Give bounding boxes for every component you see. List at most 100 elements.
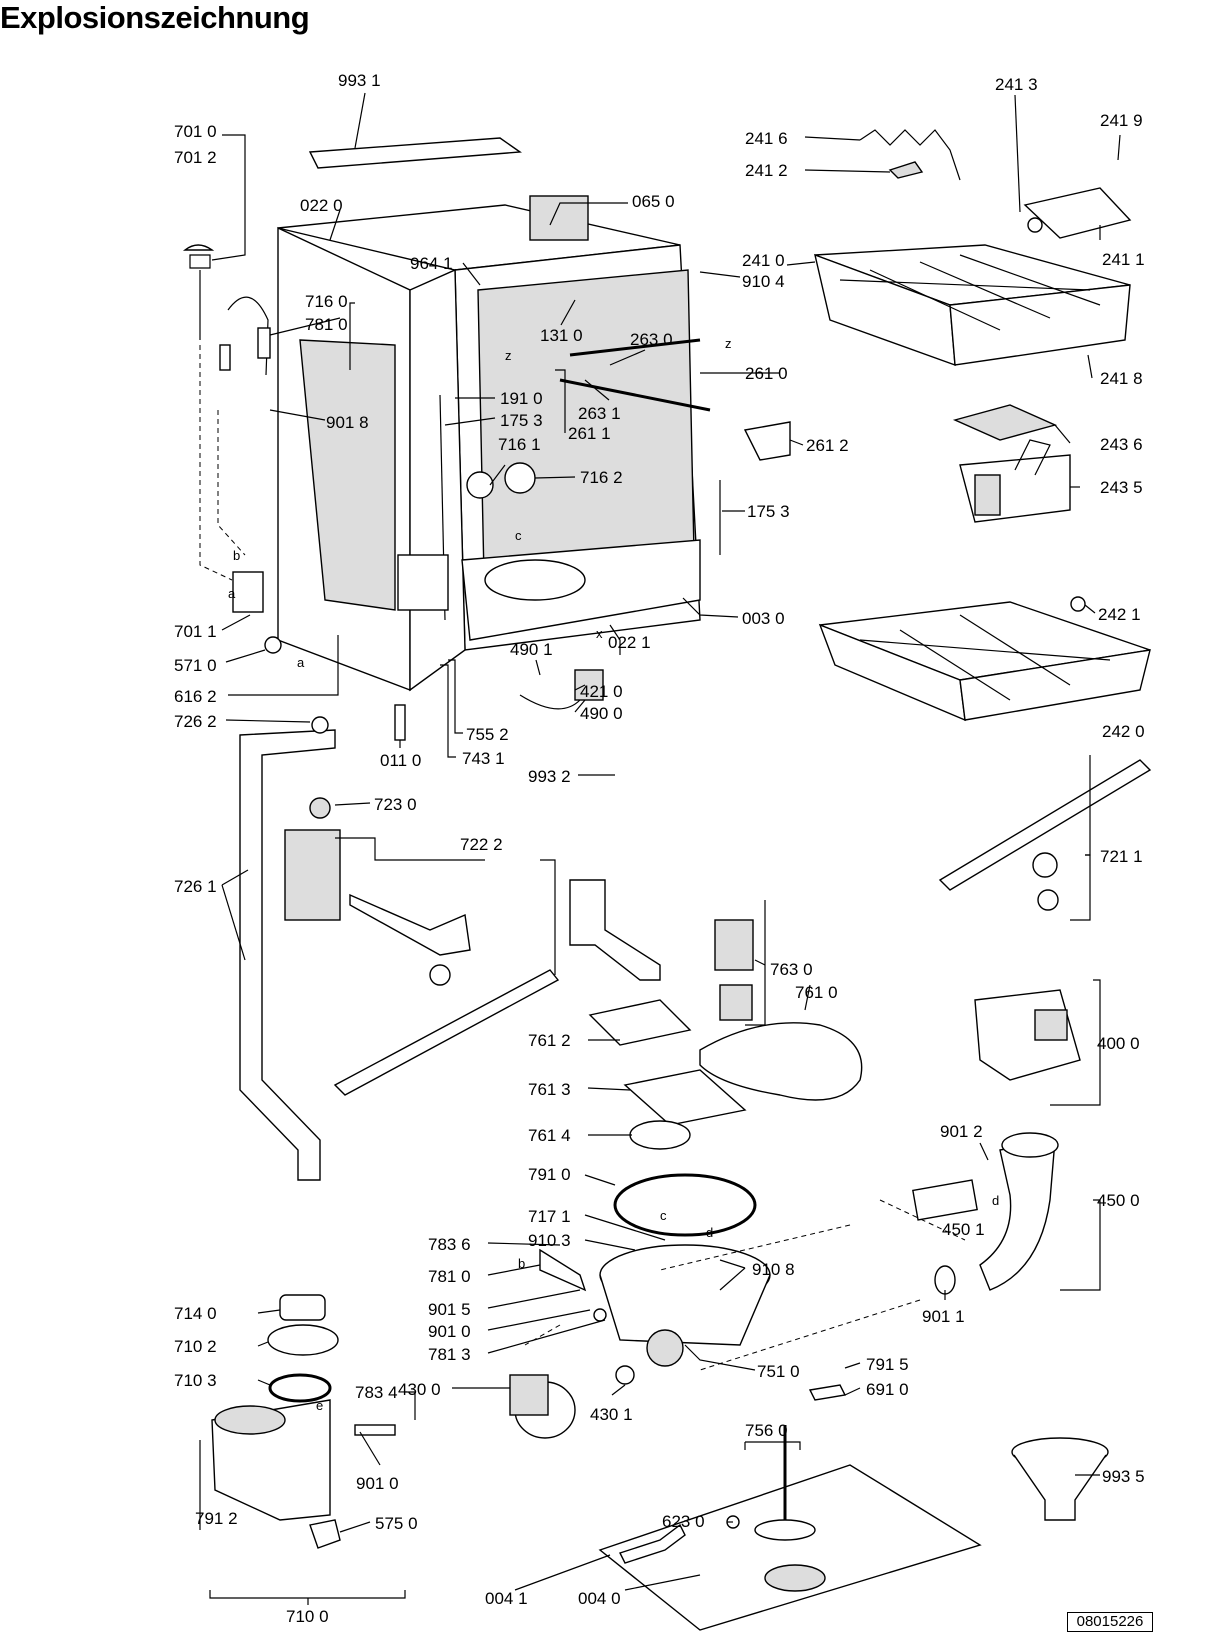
part-label: 011 0 [380,751,421,770]
spray-arm-cap-part [1037,889,1059,911]
inlet-hose-part [182,244,282,654]
part-label: 242 1 [1098,605,1141,624]
spray-arm-nut-part [1032,852,1058,878]
lower-spray-arm-part [333,893,560,1096]
clamp-part [593,1308,607,1322]
part-label: 723 0 [374,795,417,814]
part-label: 175 3 [747,502,790,521]
part-label: 761 4 [528,1126,571,1145]
upper-spray-arm-part [938,759,1152,891]
cup-shelf-part [1023,187,1132,239]
part-label: 261 2 [806,436,849,455]
pump-seal-part [615,1365,635,1385]
part-label: 910 8 [752,1260,795,1279]
heater-part [974,989,1081,1081]
part-label: 710 3 [174,1371,217,1390]
filter-holder-part [588,999,692,1046]
part-label: 717 1 [528,1207,571,1226]
circulation-hose-part [979,1139,1056,1291]
part-label: 791 2 [195,1509,238,1528]
level-sensor-part [808,1384,847,1401]
part-label: 430 1 [590,1405,633,1424]
part-label: 716 2 [580,468,623,487]
spray-pipe-part [569,879,661,981]
part-label: 490 1 [510,640,553,659]
sump-gasket-part [613,1173,757,1237]
part-label: 065 0 [632,192,675,211]
connection-letter: x [596,626,603,641]
part-labels: 993 1 701 0 701 2 022 0 065 0 241 3 241 … [174,71,1145,1626]
part-label: 993 5 [1102,1467,1145,1486]
connection-letter: d [992,1193,999,1208]
cutlery-basket-lid-part [952,404,1058,441]
connection-letter: b [518,1256,525,1271]
part-label: 450 1 [942,1220,985,1239]
cutlery-basket-part [959,439,1071,523]
part-label: 726 1 [174,877,217,896]
part-label: 242 0 [1102,722,1145,741]
connection-letter: z [725,336,732,351]
seal-ring-part [629,1120,691,1150]
part-label: 241 8 [1100,369,1143,388]
part-label: 721 1 [1100,847,1143,866]
part-label: 910 3 [528,1231,571,1250]
connection-letter: b [233,548,240,563]
part-label: 261 1 [568,424,611,443]
part-label: 714 0 [174,1304,217,1323]
part-label: 722 2 [460,835,503,854]
part-label: 791 5 [866,1355,909,1374]
part-label: 726 2 [174,712,217,731]
connection-letter: c [660,1208,667,1223]
part-label: 241 1 [1102,250,1145,269]
part-label: 710 2 [174,1337,217,1356]
part-label: 901 8 [326,413,369,432]
part-label: 783 4 [355,1383,398,1402]
base-frame-part [598,1464,982,1631]
part-label: 901 2 [940,1122,983,1141]
part-label: 901 0 [428,1322,471,1341]
part-label: 022 1 [608,633,651,652]
part-label: 781 3 [428,1345,471,1364]
part-label: 761 2 [528,1031,571,1050]
part-label: 761 3 [528,1080,571,1099]
leader-lines [199,92,1121,1605]
part-label: 901 0 [356,1474,399,1493]
pipe-grommet-part [311,716,329,734]
connection-letter: d [706,1225,713,1240]
part-label: 191 0 [500,389,543,408]
connection-letter: c [515,528,522,543]
part-label: 263 0 [630,330,673,349]
part-label: 751 0 [757,1362,800,1381]
part-label: 710 0 [286,1607,329,1626]
part-label: 241 0 [742,251,785,270]
part-label: 623 0 [662,1512,705,1531]
part-label: 022 0 [300,196,343,215]
part-label: 993 1 [338,71,381,90]
basket-roller-part [1027,217,1043,233]
pipe-bolt-part [354,1424,396,1436]
float-switch-part [754,1425,826,1592]
sump-cover-part [623,1069,747,1126]
part-label: 571 0 [174,656,217,675]
part-label: 430 0 [398,1380,441,1399]
foot-screw-part [394,704,406,741]
part-label: 716 1 [498,435,541,454]
part-label: 763 0 [770,960,813,979]
drawing-code: 08015226 [1067,1612,1153,1632]
heater-screw-part [539,1248,587,1292]
part-label: 241 9 [1100,111,1143,130]
sump-pump-part [599,1244,771,1367]
drain-pump-part [509,1374,576,1439]
funnel-part [1011,1437,1109,1521]
terminal-block-part [574,669,604,701]
dishwasher-tub-part [277,195,721,692]
part-label: 755 2 [466,725,509,744]
spray-arm-bearing-part [284,829,341,921]
water-softener-part [211,1294,339,1521]
part-label: 241 2 [745,161,788,180]
pipe-connector-part [309,797,331,819]
part-label: 616 2 [174,687,217,706]
page-title: Explosionszeichnung [0,0,310,35]
part-label: 716 0 [305,292,348,311]
upper-basket-part [814,244,1131,367]
